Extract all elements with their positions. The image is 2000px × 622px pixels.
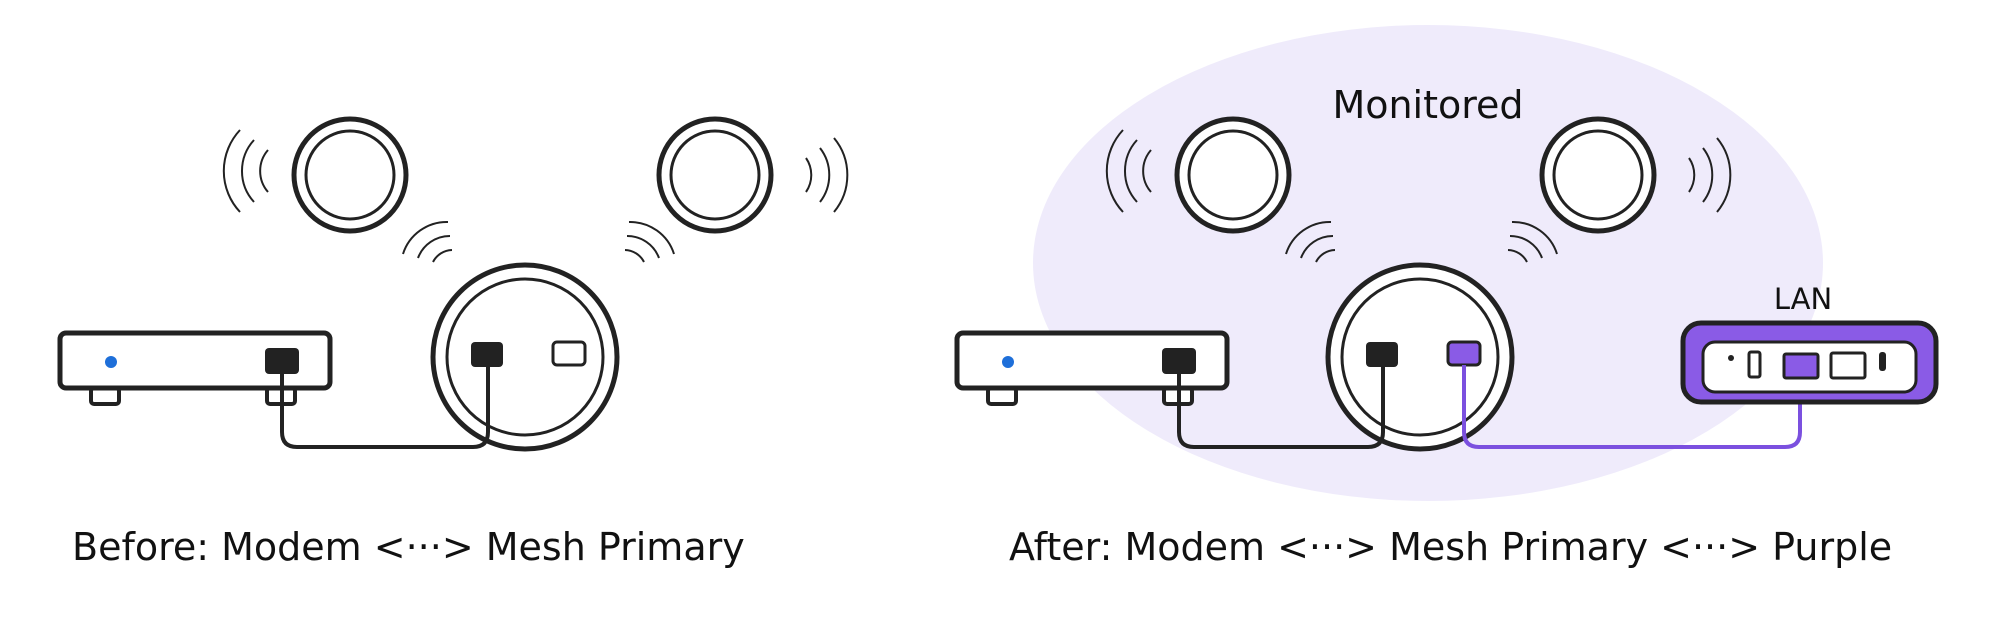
wifi-signal-icon <box>1507 220 1558 263</box>
lan-label: LAN <box>1774 282 1832 316</box>
ethernet-port-icon <box>265 348 299 374</box>
wifi-signal-icon <box>1285 220 1336 263</box>
status-led <box>105 356 117 368</box>
wifi-signal-icon <box>1688 137 1732 213</box>
mesh-satellite-icon <box>1539 116 1657 234</box>
ethernet-cable-icon <box>1177 367 1385 449</box>
modem-icon <box>57 330 333 406</box>
before-panel: Before: Modem <···> Mesh Primary <box>57 116 849 569</box>
after-panel: Monitored <box>954 25 1939 569</box>
mesh-primary-icon <box>430 262 620 452</box>
wifi-signal-icon <box>624 220 675 263</box>
mesh-primary-icon <box>1325 262 1515 452</box>
ethernet-cable-icon <box>1462 365 1802 449</box>
ethernet-port-icon <box>1162 348 1196 374</box>
ethernet-port-icon <box>471 342 503 367</box>
caption-after: After: Modem <···> Mesh Primary <···> Pu… <box>1009 525 1892 569</box>
status-led <box>1002 356 1014 368</box>
lan-port-icon <box>1782 352 1820 380</box>
monitored-label: Monitored <box>1332 83 1523 127</box>
wifi-signal-icon <box>1105 129 1152 213</box>
mesh-satellite-icon <box>1174 116 1292 234</box>
ethernet-port-icon <box>1366 342 1398 367</box>
ethernet-port-icon <box>551 340 587 367</box>
ethernet-port-icon <box>1446 340 1482 367</box>
wifi-signal-icon <box>805 137 849 213</box>
wifi-signal-icon <box>402 220 453 263</box>
caption-before: Before: Modem <···> Mesh Primary <box>72 525 745 569</box>
ethernet-cable-icon <box>280 367 490 449</box>
wifi-signal-icon <box>222 129 269 213</box>
mesh-satellite-icon <box>291 116 409 234</box>
modem-icon <box>954 330 1230 406</box>
purple-device-icon: LAN <box>1680 282 1939 405</box>
mesh-satellite-icon <box>656 116 774 234</box>
